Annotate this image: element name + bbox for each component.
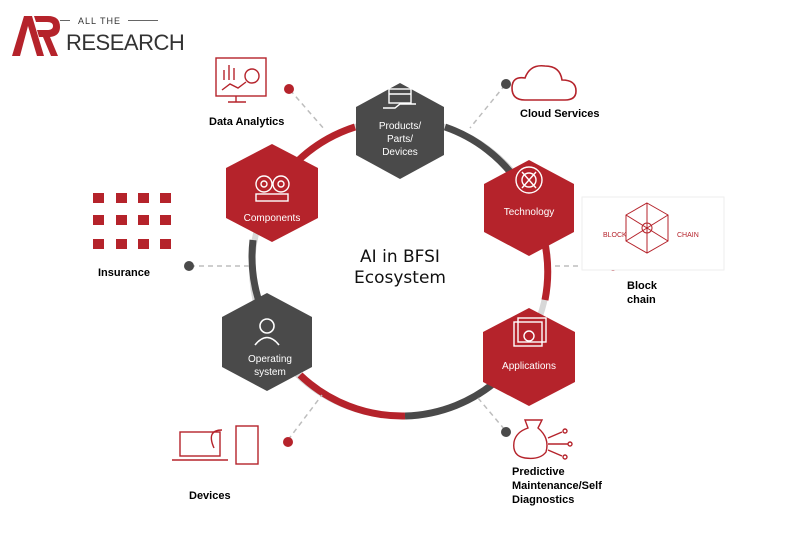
center-title-line2: Ecosystem	[354, 268, 446, 288]
label-data-analytics: Data Analytics	[209, 116, 285, 128]
logo-bottom-text: RESEARCH	[66, 30, 185, 55]
hex-applications: Applications	[483, 308, 575, 406]
logo-rule-right	[128, 20, 158, 21]
money-bag-icon	[513, 419, 573, 460]
dot-predictive	[501, 427, 511, 437]
logo-top-text: ALL THE	[78, 16, 122, 26]
cloud-icon	[511, 64, 577, 101]
data-analytics-icon	[215, 57, 267, 103]
connector-predictive	[477, 397, 506, 431]
window-gear-icon	[513, 317, 547, 347]
gears-icon	[255, 175, 290, 202]
label-chain: chain	[627, 294, 656, 306]
hex-components: Components	[226, 144, 318, 242]
hex-technology-label: Technology	[504, 207, 555, 218]
blockchain-image-right: CHAIN	[677, 232, 699, 239]
hex-products-line3: Devices	[382, 147, 418, 158]
label-predictive-line2: Maintenance/Self	[512, 480, 602, 492]
connector-devices	[287, 394, 323, 441]
hex-components-label: Components	[244, 213, 301, 224]
label-insurance: Insurance	[98, 267, 150, 279]
devices-icon	[172, 425, 259, 465]
connector-data-analytics	[289, 89, 326, 131]
hex-products-line1: Products/	[379, 121, 421, 132]
hex-os-line2: system	[254, 367, 286, 378]
hex-operating-system: Operating system	[222, 293, 312, 391]
hex-technology: Technology	[484, 160, 574, 256]
label-predictive-line1: Predictive	[512, 466, 565, 478]
dot-devices	[283, 437, 293, 447]
label-devices: Devices	[189, 490, 231, 502]
dot-cloud	[501, 79, 511, 89]
connector-cloud	[469, 84, 506, 129]
ar-logo-mark	[12, 16, 60, 56]
blockchain-image-left: BLOCK	[603, 232, 627, 239]
insurance-icons	[93, 193, 171, 249]
label-cloud-services: Cloud Services	[520, 108, 600, 120]
dot-insurance	[184, 261, 194, 271]
hex-os-line1: Operating	[248, 354, 292, 365]
box-in-hand-icon	[383, 88, 416, 109]
hex-products: Products/ Parts/ Devices	[356, 83, 444, 179]
label-predictive-line3: Diagnostics	[512, 494, 575, 506]
blockchain-image: BLOCK CHAIN	[581, 196, 725, 271]
center-title-line1: AI in BFSI	[360, 247, 440, 267]
hex-products-line2: Parts/	[387, 134, 413, 145]
user-icon	[254, 318, 280, 346]
hex-applications-label: Applications	[502, 361, 556, 372]
label-block: Block	[627, 280, 657, 292]
gear-wrench-icon	[515, 166, 543, 194]
dot-data-analytics	[284, 84, 294, 94]
logo-rule-left	[60, 20, 70, 21]
all-the-research-logo: ALL THE RESEARCH	[10, 10, 185, 60]
